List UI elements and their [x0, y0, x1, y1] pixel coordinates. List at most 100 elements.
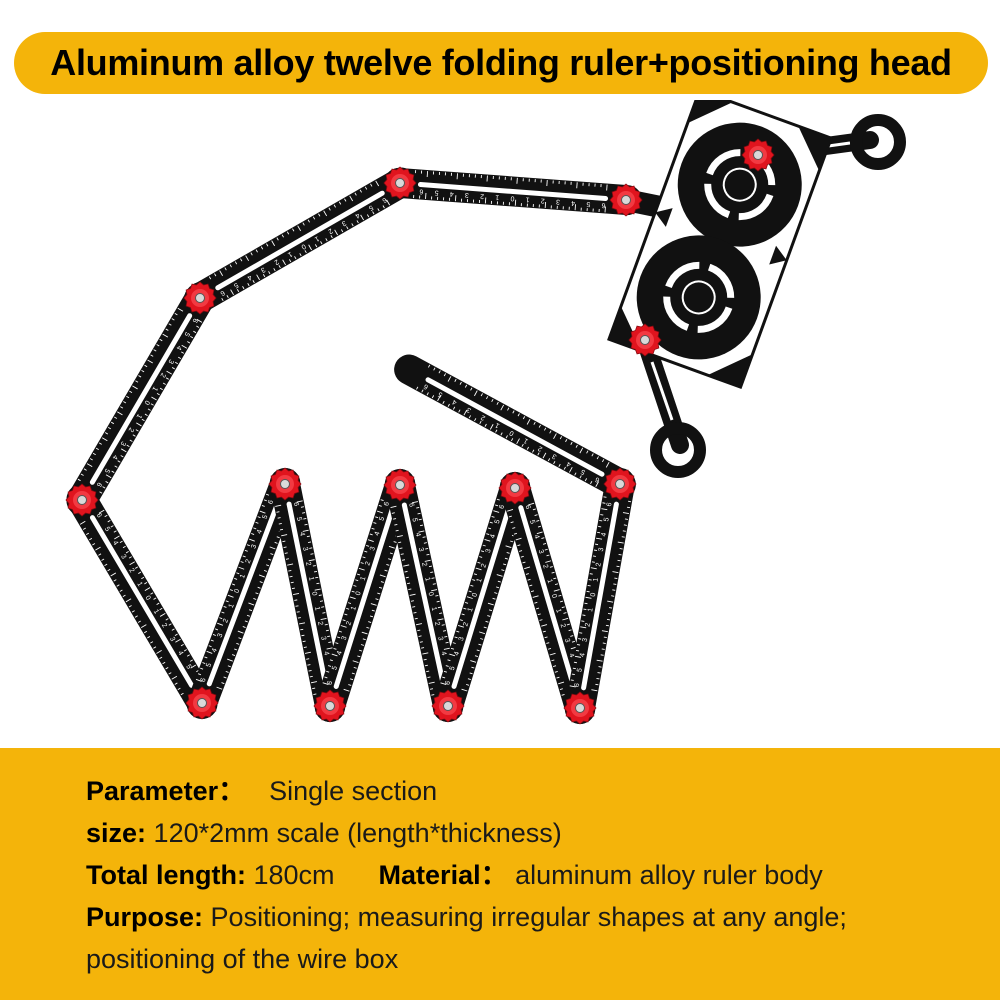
svg-text:5: 5 [603, 517, 611, 522]
svg-text:1: 1 [350, 605, 358, 611]
spec-size: size: 120*2mm scale (length*thickness) [86, 812, 986, 854]
svg-text:6: 6 [601, 201, 606, 208]
svg-text:5: 5 [410, 517, 418, 522]
svg-text:1: 1 [593, 577, 601, 582]
svg-text:3: 3 [369, 546, 377, 552]
svg-text:3: 3 [301, 546, 309, 551]
svg-text:5: 5 [449, 665, 457, 671]
purpose-value: Positioning; measuring irregular shapes … [210, 902, 847, 932]
svg-text:2: 2 [222, 618, 230, 624]
svg-text:1: 1 [494, 421, 501, 429]
svg-text:1: 1 [467, 607, 475, 613]
spec-purpose-continued: positioning of the wire box [86, 938, 986, 980]
svg-text:3: 3 [485, 548, 493, 554]
svg-text:3: 3 [563, 638, 571, 644]
svg-text:3: 3 [119, 553, 127, 560]
svg-text:4: 4 [111, 540, 119, 547]
svg-text:6: 6 [95, 481, 103, 488]
svg-text:5: 5 [494, 519, 502, 525]
svg-text:6: 6 [95, 512, 103, 519]
svg-text:0: 0 [355, 591, 363, 597]
svg-text:2: 2 [327, 227, 334, 235]
page-title: Aluminum alloy twelve folding ruler+posi… [50, 42, 952, 83]
red-knob-icon [383, 468, 417, 502]
svg-text:3: 3 [259, 265, 266, 273]
svg-text:5: 5 [184, 664, 192, 671]
svg-text:3: 3 [417, 547, 425, 552]
red-knob-icon [741, 138, 775, 172]
svg-text:3: 3 [458, 636, 466, 642]
folding-ruler-image: 6543210123456654321012345665432101234566… [65, 88, 906, 725]
svg-text:5: 5 [580, 467, 587, 475]
svg-text:1: 1 [152, 608, 160, 615]
svg-text:4: 4 [322, 651, 330, 656]
svg-text:6: 6 [423, 382, 430, 390]
svg-text:6: 6 [444, 680, 452, 686]
svg-text:1: 1 [587, 607, 595, 612]
svg-text:1: 1 [360, 576, 368, 582]
svg-text:1: 1 [423, 577, 431, 582]
svg-text:2: 2 [316, 621, 324, 626]
svg-text:4: 4 [451, 398, 458, 406]
svg-text:5: 5 [331, 665, 339, 671]
svg-text:6: 6 [219, 289, 226, 297]
positioning-head [607, 88, 906, 478]
red-knob-icon [183, 281, 217, 315]
svg-text:2: 2 [559, 623, 567, 629]
svg-text:1: 1 [151, 385, 159, 392]
svg-text:2: 2 [364, 561, 372, 567]
svg-text:3: 3 [537, 549, 545, 555]
svg-text:4: 4 [256, 529, 264, 535]
specs-panel: Parameter：Single section size: 120*2mm s… [0, 748, 1000, 1000]
svg-text:0: 0 [590, 592, 598, 597]
svg-text:2: 2 [541, 564, 549, 570]
svg-text:5: 5 [379, 516, 387, 522]
svg-text:6: 6 [381, 196, 388, 204]
svg-text:3: 3 [167, 358, 175, 365]
svg-text:4: 4 [566, 460, 573, 468]
svg-text:2: 2 [480, 192, 485, 199]
svg-text:2: 2 [420, 562, 428, 567]
svg-text:1: 1 [307, 576, 315, 581]
svg-text:2: 2 [480, 413, 487, 421]
svg-text:4: 4 [336, 650, 344, 656]
svg-text:4: 4 [374, 531, 382, 537]
svg-text:0: 0 [144, 595, 152, 602]
svg-text:4: 4 [176, 650, 184, 657]
svg-text:3: 3 [466, 405, 473, 413]
svg-text:5: 5 [434, 189, 439, 196]
svg-text:6: 6 [594, 475, 601, 483]
svg-text:1: 1 [135, 412, 143, 419]
svg-text:2: 2 [584, 622, 592, 627]
red-knob-icon [268, 467, 302, 501]
svg-text:4: 4 [298, 531, 306, 536]
svg-text:1: 1 [313, 606, 321, 611]
title-banner: Aluminum alloy twelve folding ruler+posi… [14, 32, 988, 94]
red-knob-icon [628, 323, 662, 357]
red-knob-icon [603, 467, 637, 501]
svg-text:1: 1 [545, 578, 553, 584]
svg-text:4: 4 [174, 344, 182, 351]
red-knob-icon [609, 183, 643, 217]
svg-text:6: 6 [200, 677, 208, 683]
svg-text:2: 2 [273, 258, 280, 266]
svg-text:2: 2 [127, 567, 135, 574]
svg-text:3: 3 [168, 636, 176, 643]
red-knob-icon [185, 686, 219, 720]
svg-text:5: 5 [182, 330, 190, 337]
svg-text:5: 5 [262, 514, 270, 520]
svg-text:2: 2 [462, 621, 470, 627]
svg-text:4: 4 [246, 273, 253, 281]
svg-text:1: 1 [554, 608, 562, 614]
svg-text:2: 2 [304, 561, 312, 566]
svg-text:2: 2 [245, 558, 253, 564]
red-knob-icon [563, 691, 597, 725]
svg-text:2: 2 [541, 197, 546, 204]
